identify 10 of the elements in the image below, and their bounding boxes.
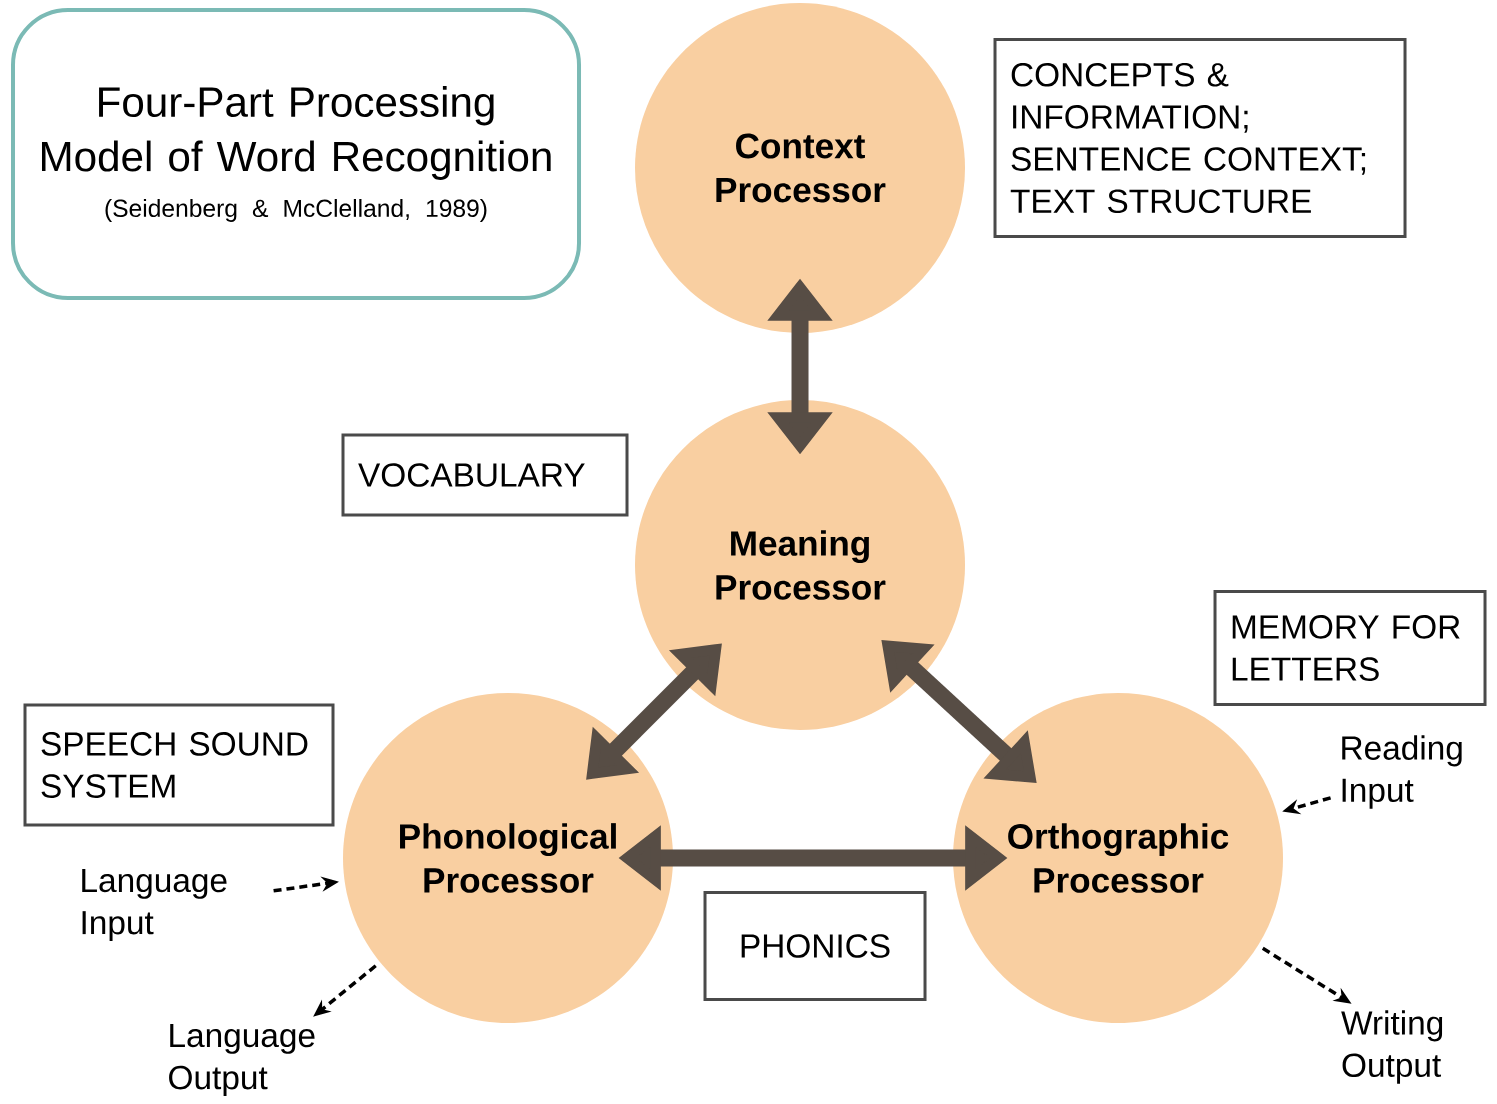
label-box: MEMORY FOR LETTERS xyxy=(1213,590,1487,706)
label-box: SPEECH SOUND SYSTEM xyxy=(23,703,335,827)
io-label: Language Input xyxy=(82,869,227,942)
io-label: Reading Input xyxy=(1342,735,1462,809)
io-label: Language Output xyxy=(169,1024,315,1097)
label-box: VOCABULARY xyxy=(341,433,629,517)
label-box: PHONICS xyxy=(703,891,927,1001)
label-box: CONCEPTS & INFORMATION; SENTENCE CONTEXT; TEXT STRUCTURE xyxy=(993,38,1407,238)
title-box: Four-Part Processing Model of Word Recognition (Seidenberg & McClelland, 1989) xyxy=(11,8,581,300)
io-label: Writing Output xyxy=(1341,1010,1443,1084)
